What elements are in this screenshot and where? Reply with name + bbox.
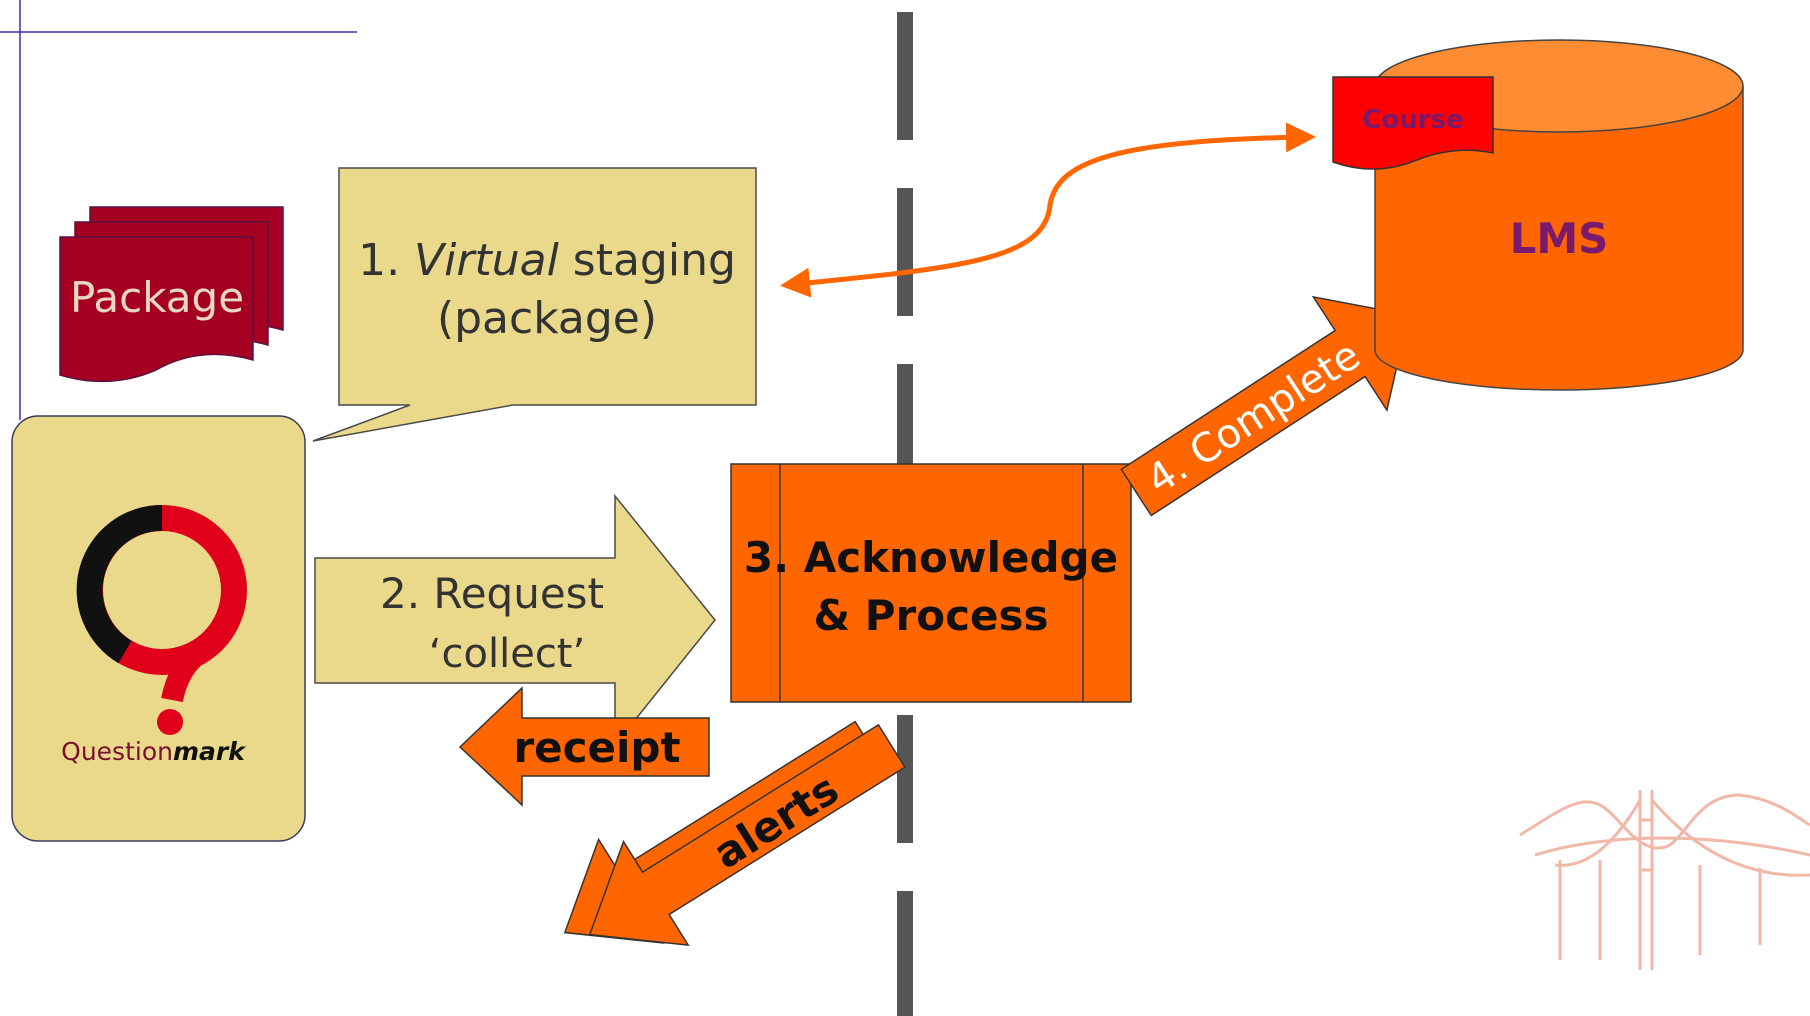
request-arrow: 2. Request ‘collect’ [314,493,716,748]
receipt-label: receipt [513,723,680,772]
request-line2: ‘collect’ [429,631,585,677]
process-line2: & Process [814,591,1049,640]
course-label: Course [1362,105,1463,135]
lms-label: LMS [1510,214,1609,263]
complete-label: 4. Complete [1139,332,1368,503]
slide-corner-lines [0,0,357,420]
process-line1: 3. Acknowledge [744,533,1118,582]
questionmark-brand-italic: mark [173,737,246,766]
staging-prefix: 1. [358,235,414,286]
staging-course-connector [780,122,1316,298]
questionmark-card: Questionmark [11,415,306,842]
svg-text:1. Virtual staging: 1. Virtual staging [358,235,736,286]
package-document-stack: Package [59,206,284,383]
svg-text:Questionmark: Questionmark [61,737,246,766]
lms-database-cylinder: LMS [1374,39,1744,391]
questionmark-brand-plain: Question [61,737,173,766]
staging-callout: 1. Virtual staging (package) [312,167,757,442]
staging-suffix: staging [559,235,736,286]
package-label: Package [70,273,244,322]
staging-line2: (package) [437,293,657,344]
process-box: 3. Acknowledge & Process [730,463,1132,703]
staging-italic: Virtual [414,235,560,286]
questionmark-logo-icon [76,504,247,735]
bridge-watermark-icon [1519,790,1810,970]
receipt-arrow: receipt [458,686,710,807]
request-line1: 2. Request [380,569,604,618]
course-document: Course [1332,76,1494,170]
